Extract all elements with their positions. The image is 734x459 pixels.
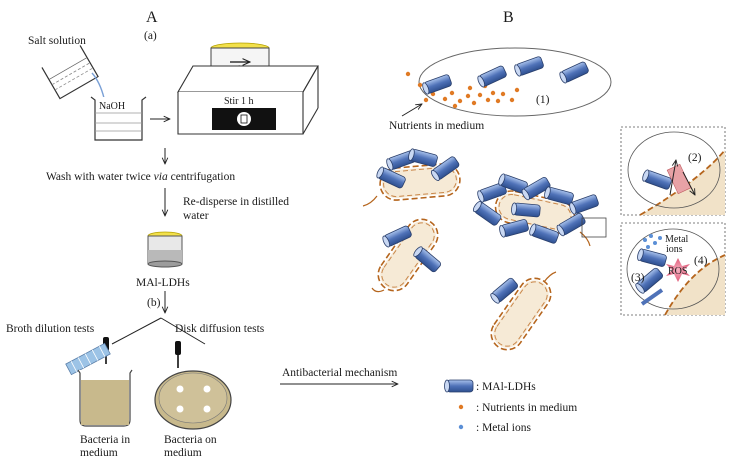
nutrients-in-medium-label: Nutrients in medium [389, 120, 484, 132]
legend-metal-ion-dot-icon [458, 424, 464, 430]
bacteria-in-label-line1: Bacteria in [80, 434, 130, 446]
ros-label: ROS [668, 266, 687, 277]
antibacterial-mechanism-label: Antibacterial mechanism [282, 367, 397, 379]
ldh-particle [558, 60, 590, 85]
step-3-label: (3) [631, 272, 645, 284]
magnetic-stirrer-icon [177, 42, 319, 135]
step-b-label: (b) [147, 297, 161, 309]
legend-ldh-icon [444, 379, 474, 393]
split-line-left [111, 317, 162, 345]
legend-nutrients-label: : Nutrients in medium [476, 402, 577, 414]
bacterium-cell [362, 147, 463, 207]
ldh-particle [512, 55, 545, 78]
ldh-particle [476, 64, 508, 89]
bacteria-on-label-line1: Bacteria on [164, 434, 217, 446]
bacterium-cell [471, 172, 600, 247]
bacterium-cell [371, 212, 445, 298]
redisperse-label-line1: Re-disperse in distilled [183, 196, 289, 208]
step-1-label: (1) [536, 94, 550, 106]
step-a-label: (a) [144, 30, 157, 42]
nutrients-pointer-arrow [401, 104, 422, 117]
ldh-product-label: MAl-LDHs [136, 277, 190, 289]
redisperse-label-line2: water [183, 210, 209, 222]
bacteria-in-label-line2: medium [80, 447, 118, 459]
stir-label: Stir 1 h [224, 96, 253, 107]
wash-step-label: Wash with water twice via centrifugation [46, 171, 235, 183]
naoh-label: NaOH [99, 101, 125, 112]
legend-metal-ions-label: : Metal ions [476, 422, 531, 434]
ldh-particle [420, 73, 453, 96]
inset-membrane-damage [620, 126, 726, 216]
legend-ldh-label: : MAl-LDHs [476, 381, 536, 393]
nutrient-sequestration-ellipse [418, 47, 612, 117]
metal-ions-label-line2: ions [666, 244, 683, 255]
step-2-label: (2) [688, 152, 702, 164]
test-strip-icon [65, 342, 111, 376]
legend: : MAl-LDHs : Nutrients in medium : Metal… [444, 379, 577, 434]
panel-b-title: B [503, 9, 514, 26]
broth-beaker-icon [77, 369, 133, 427]
bacteria-on-label-line2: medium [164, 447, 202, 459]
bacterium-cell [484, 271, 558, 357]
metal-ions-label-line1: Metal [665, 234, 689, 245]
petri-dish-icon [154, 370, 232, 430]
broth-dilution-label: Broth dilution tests [6, 323, 95, 335]
naoh-beaker-icon [90, 96, 147, 141]
step-4-label: (4) [694, 255, 708, 267]
split-line-right [160, 317, 206, 345]
salt-solution-beaker-icon [41, 45, 105, 100]
disk-diffusion-label: Disk diffusion tests [175, 323, 265, 335]
ldh-suspension-jar-icon [147, 231, 183, 268]
panel-a-title: A [146, 9, 158, 26]
inset-ion-release-ros [620, 222, 726, 316]
zoom-region-box [581, 217, 607, 238]
dropper-icon [175, 341, 181, 368]
legend-nutrient-dot-icon [458, 404, 464, 410]
salt-solution-label: Salt solution [28, 35, 86, 47]
